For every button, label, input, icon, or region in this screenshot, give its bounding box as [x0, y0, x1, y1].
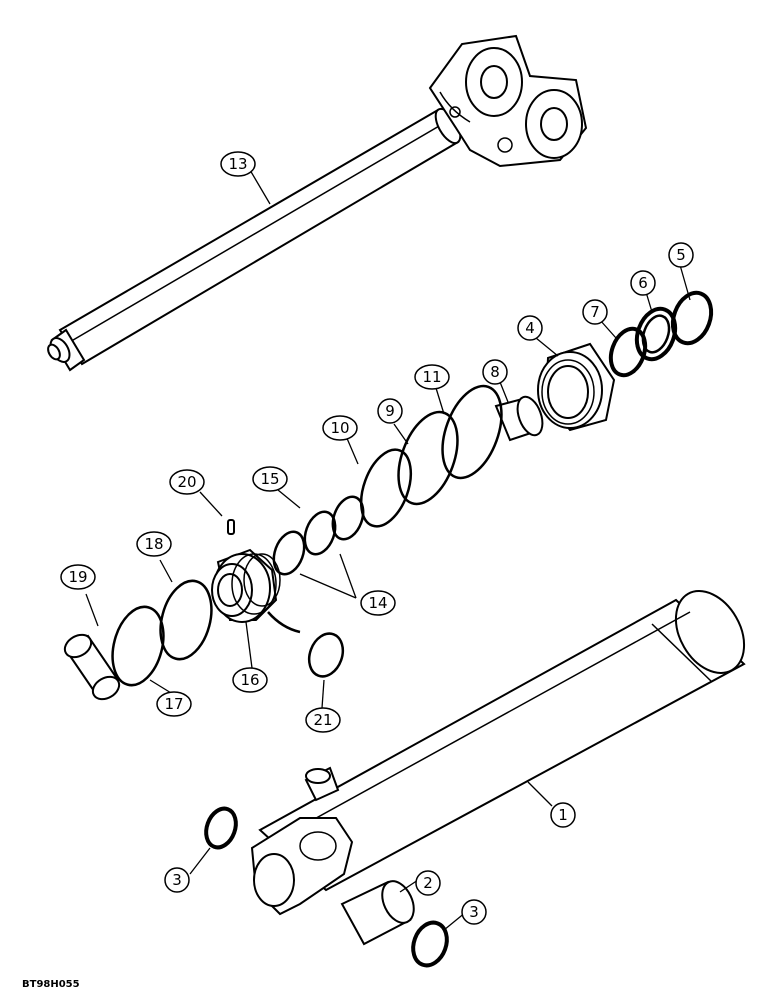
- ring-18: [159, 579, 213, 661]
- callout-5: 5: [668, 242, 694, 268]
- ring-15: [331, 495, 365, 541]
- callout-6: 6: [630, 270, 656, 296]
- callout-17: 17: [156, 691, 192, 717]
- o-ring-11: [441, 384, 503, 480]
- leader-lines: [85, 169, 691, 931]
- callout-1: 1: [550, 802, 576, 828]
- gland: [537, 342, 616, 432]
- callout-6-label: 6: [638, 274, 648, 292]
- pin: [227, 519, 235, 535]
- bushing: [494, 395, 544, 442]
- callout-15: 15: [252, 466, 288, 492]
- seal-ring-3a: [204, 806, 238, 850]
- callout-14-label: 14: [368, 594, 387, 612]
- snap-ring-arc: [267, 611, 301, 634]
- ring-14-a: [303, 510, 337, 556]
- callout-10: 10: [322, 415, 358, 441]
- callout-18: 18: [136, 531, 172, 557]
- backup-ring-10: [359, 448, 413, 528]
- document-id: BT98H055: [22, 979, 80, 990]
- backup-ring: [608, 326, 648, 378]
- seal-ring-3b: [411, 920, 449, 968]
- callout-8: 8: [482, 359, 508, 385]
- callout-4: 4: [517, 315, 543, 341]
- callout-11-label: 11: [422, 368, 441, 386]
- callout-11: 11: [414, 364, 450, 390]
- callout-3a-label: 3: [172, 871, 182, 889]
- callout-18-label: 18: [144, 535, 163, 553]
- callout-7: 7: [582, 299, 608, 325]
- callout-9-label: 9: [385, 402, 395, 420]
- callout-17-label: 17: [164, 695, 183, 713]
- wear-ring: [63, 633, 121, 701]
- ring-14-b: [272, 530, 306, 576]
- piston: [211, 548, 281, 623]
- callout-7-label: 7: [590, 303, 600, 321]
- callout-2: 2: [415, 870, 441, 896]
- o-ring-9: [397, 410, 459, 506]
- callout-10-label: 10: [330, 419, 349, 437]
- callout-1-label: 1: [558, 806, 568, 824]
- callout-3a: 3: [164, 867, 190, 893]
- callout-19-label: 19: [68, 568, 87, 586]
- callout-2-label: 2: [423, 874, 433, 892]
- callout-19: 19: [60, 564, 96, 590]
- callout-14: 14: [360, 590, 396, 616]
- callout-4-label: 4: [525, 319, 535, 337]
- callout-3b: 3: [461, 899, 487, 925]
- snap-ring-21: [307, 632, 345, 678]
- callout-20: 20: [169, 469, 205, 495]
- callout-3b-label: 3: [469, 903, 479, 921]
- callout-8-label: 8: [490, 363, 500, 381]
- callout-5-label: 5: [676, 246, 686, 264]
- callout-21-label: 21: [313, 711, 332, 729]
- piston-rod: [47, 34, 588, 372]
- callout-20-label: 20: [177, 473, 196, 491]
- cylinder-barrel: [250, 590, 746, 916]
- callout-15-label: 15: [260, 470, 279, 488]
- callout-13-label: 13: [228, 155, 247, 173]
- callout-16-label: 16: [240, 671, 259, 689]
- callout-13: 13: [220, 151, 256, 177]
- callout-21: 21: [305, 707, 341, 733]
- callout-16: 16: [232, 667, 268, 693]
- bushing-2: [340, 880, 415, 946]
- rod-seal: [634, 306, 678, 362]
- callout-9: 9: [377, 398, 403, 424]
- wiper-ring: [670, 290, 714, 346]
- ring-17: [111, 605, 165, 687]
